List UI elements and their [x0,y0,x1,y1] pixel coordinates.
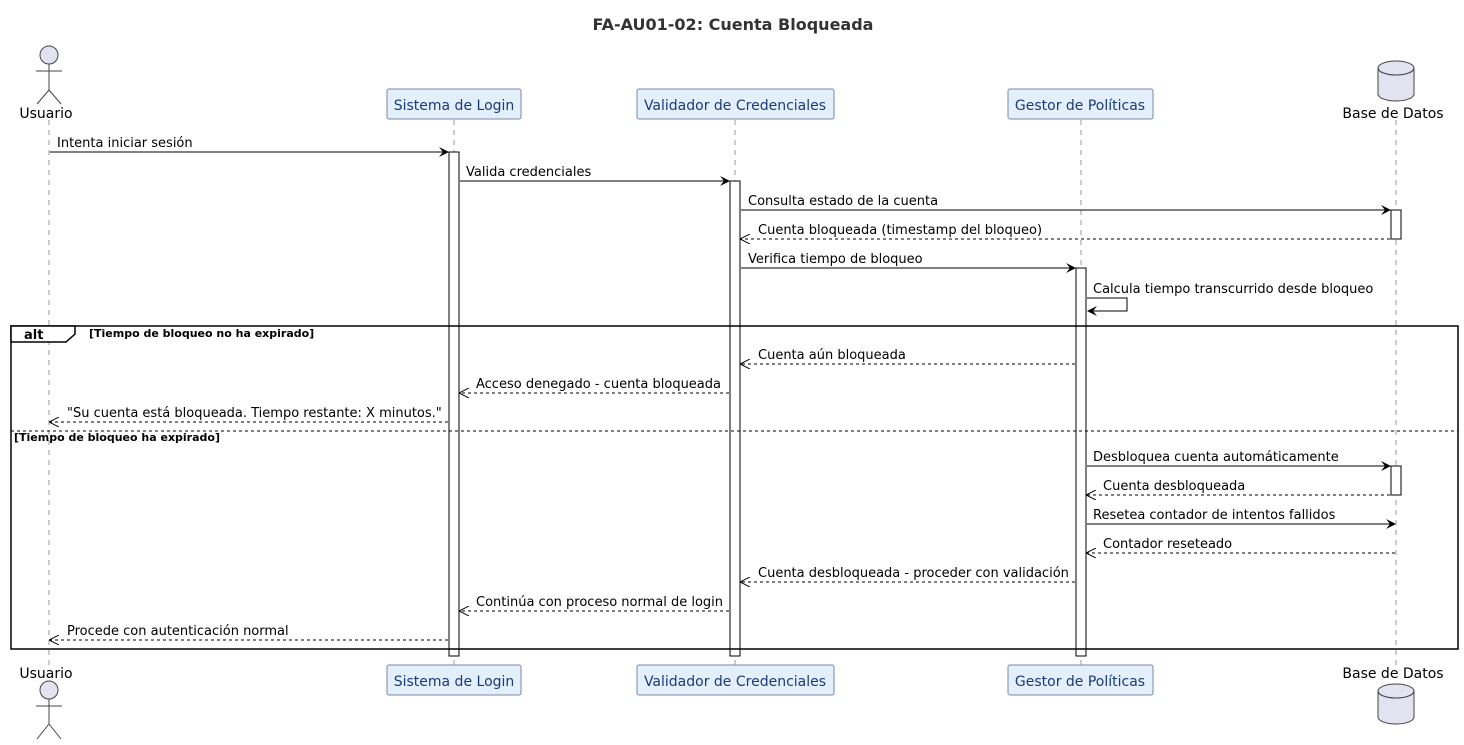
lifelines [48,120,1397,668]
participant-validador-label-bottom: Validador de Credenciales [644,674,826,690]
actor-icon [39,680,59,700]
message-8: Acceso denegado - cuenta bloqueada [476,377,721,392]
activation-gestor [1075,267,1087,657]
participant-gestor-label-bottom: Gestor de Políticas [1015,674,1145,690]
participant-bd-label-top: Base de Datos [1342,106,1443,122]
message-2: Valida credenciales [466,165,591,180]
participant-login-bottom [386,664,522,696]
participant-usuario-label-bottom: Usuario [19,666,72,682]
activation-validador [729,180,741,657]
message-13: Contador reseteado [1103,537,1232,552]
participant-login-label-bottom: Sistema de Login [394,674,515,690]
actor-icon [39,45,59,65]
participant-gestor-top [1007,88,1154,120]
participant-bd-label-bottom: Base de Datos [1342,666,1443,682]
participant-login-label-top: Sistema de Login [394,98,515,114]
participant-login-top [386,88,522,120]
participant-validador-top [636,88,835,120]
message-9: "Su cuenta está bloqueada. Tiempo restan… [67,406,442,421]
alt-guard-1: [Tiempo de bloqueo no ha expirado] [89,327,314,340]
participant-gestor-bottom [1007,664,1154,696]
message-arrow-6-self [1087,297,1128,316]
message-15: Continúa con proceso normal de login [476,595,723,610]
message-7: Cuenta aún bloqueada [758,348,906,363]
database-icon-top [1377,60,1415,102]
activation-login [448,151,460,657]
message-10: Desbloquea cuenta automáticamente [1093,450,1339,465]
alt-keyword: alt [24,328,43,343]
database-icon-bottom [1377,683,1415,725]
participant-validador-bottom [636,664,835,696]
message-12: Resetea contador de intentos fallidos [1093,508,1336,523]
actor-usuario-top [36,45,62,105]
participant-validador-label-top: Validador de Credenciales [644,98,826,114]
message-14: Cuenta desbloqueada - proceder con valid… [758,566,1069,581]
alt-guard-2: [Tiempo de bloqueo ha expirado] [14,431,220,444]
alt-fragment [10,325,1459,650]
diagram-title: FA-AU01-02: Cuenta Bloqueada [593,15,874,34]
message-16: Procede con autenticación normal [67,624,289,639]
message-5: Verifica tiempo de bloqueo [748,252,923,267]
message-6: Calcula tiempo transcurrido desde bloque… [1093,282,1373,297]
activation-bd-1 [1390,209,1402,240]
participant-usuario-label-top: Usuario [19,106,72,122]
message-1: Intenta iniciar sesión [57,136,193,151]
message-11: Cuenta desbloqueada [1103,479,1245,494]
message-3: Consulta estado de la cuenta [748,194,938,209]
message-4: Cuenta bloqueada (timestamp del bloqueo) [758,223,1042,238]
activation-bd-2 [1390,465,1402,496]
activations [448,151,1402,657]
alt-tab [10,325,76,343]
actor-usuario-bottom [36,680,62,740]
participant-gestor-label-top: Gestor de Políticas [1015,98,1145,114]
